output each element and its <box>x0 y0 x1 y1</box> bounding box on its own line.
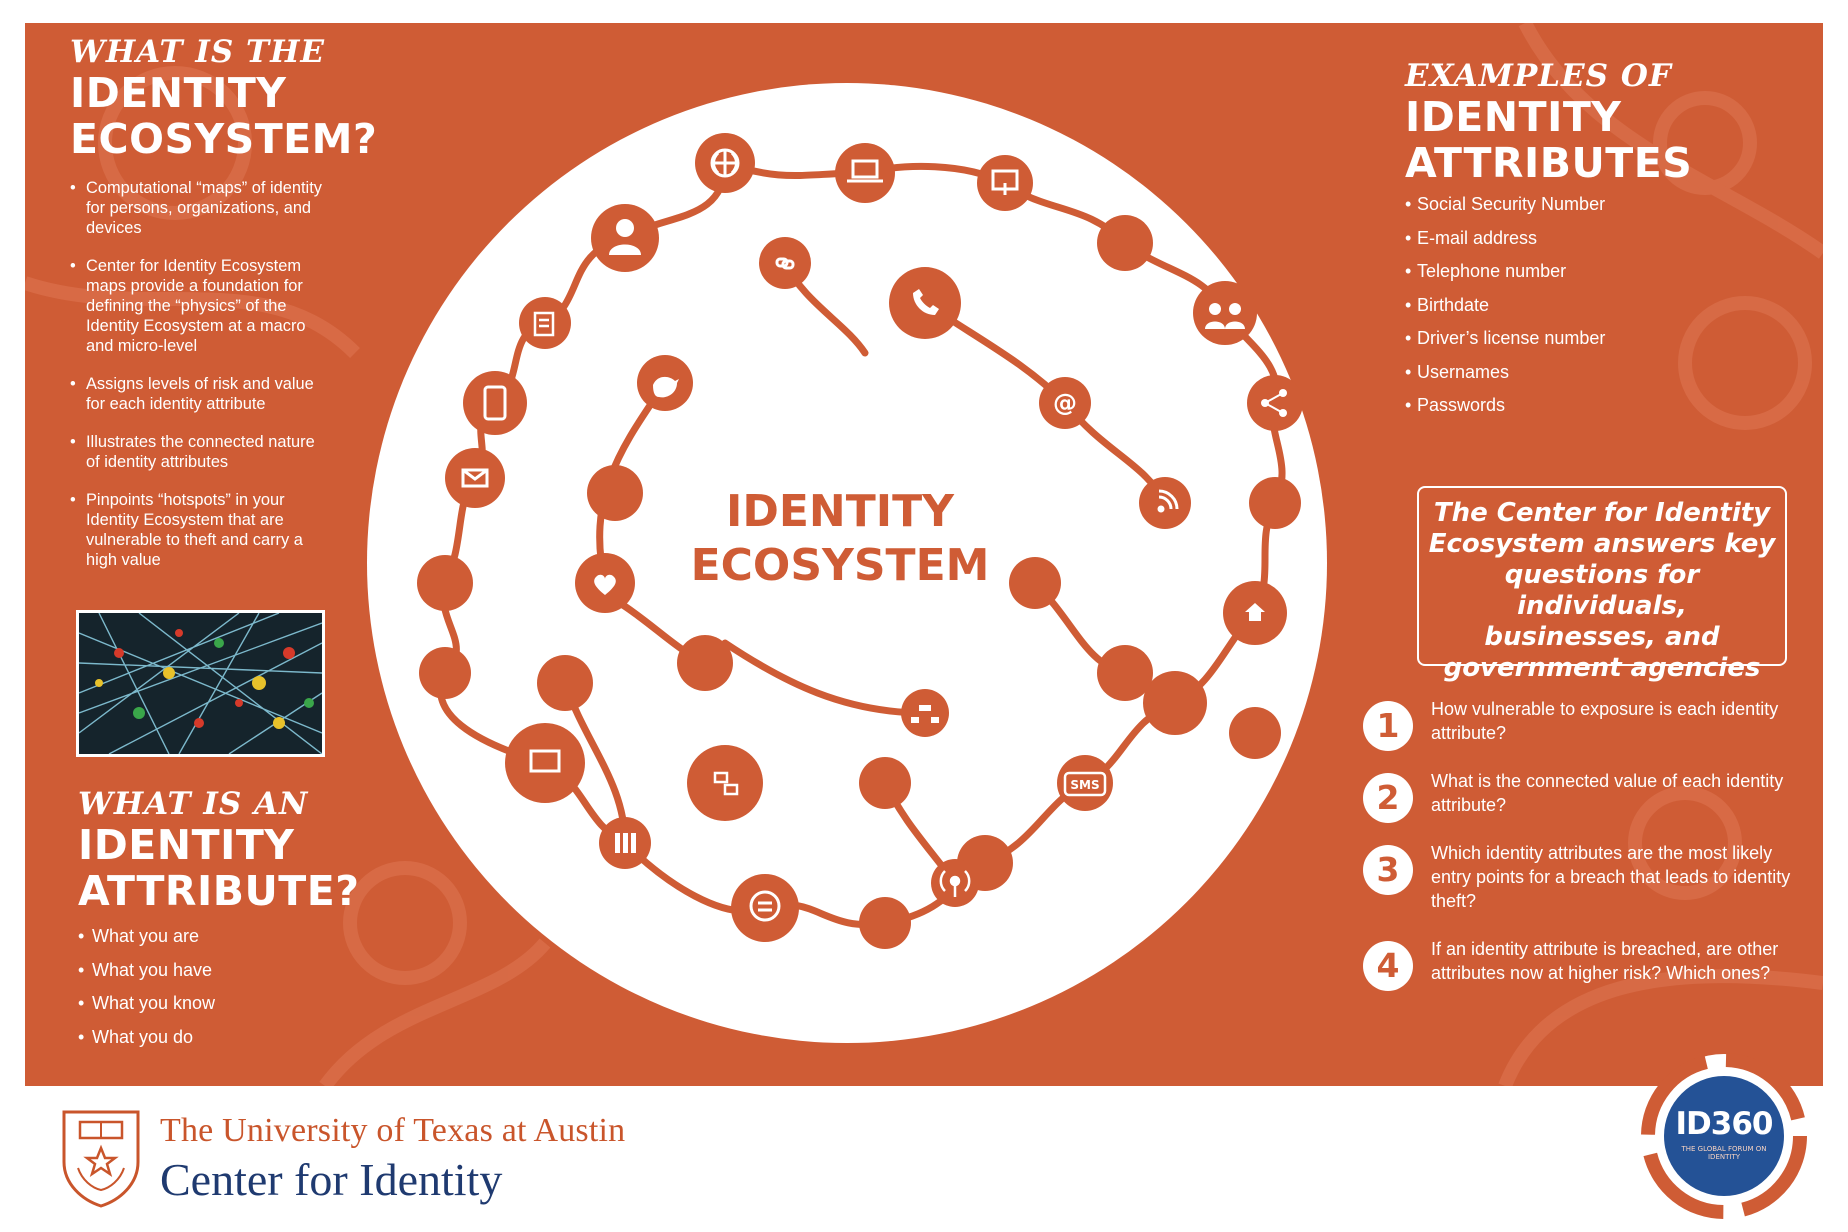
left-title-line1: IDENTITY <box>70 68 287 117</box>
list-item: What you have <box>78 958 378 982</box>
university-name: The University of Texas at Austin <box>160 1112 626 1149</box>
list-item: Passwords <box>1405 393 1785 417</box>
question-text: What is the connected value of each iden… <box>1431 771 1784 815</box>
poster-background: @ SMS <box>25 23 1823 1086</box>
network-photo <box>76 610 325 757</box>
list-item: Social Security Number <box>1405 192 1785 216</box>
question-number: 2 <box>1363 773 1413 823</box>
attribute-bullet-list: What you are What you have What you know… <box>78 924 378 1049</box>
footer <box>0 1086 1848 1232</box>
list-item: Driver’s license number <box>1405 326 1785 350</box>
id360-badge-icon <box>1641 1053 1807 1219</box>
list-item: Center for Identity Ecosystem maps provi… <box>70 256 325 356</box>
svg-text:@: @ <box>1053 389 1077 417</box>
question-number: 1 <box>1363 701 1413 751</box>
notepad-icon <box>533 311 555 337</box>
question-number: 4 <box>1363 941 1413 991</box>
id360-label: ID360 <box>1675 1106 1774 1142</box>
list-item: Telephone number <box>1405 259 1785 283</box>
left-title-line2: ECOSYSTEM? <box>70 114 378 163</box>
group-chat-icon <box>1205 303 1245 329</box>
center-title: IDENTITY ECOSYSTEM <box>620 485 1060 593</box>
attribute-panel: WHAT IS AN IDENTITY ATTRIBUTE? What you … <box>78 786 378 1058</box>
left-panel: WHAT IS THE IDENTITY ECOSYSTEM? Computat… <box>70 34 378 588</box>
callout-box: The Center for Identity Ecosystem answer… <box>1417 486 1787 683</box>
chat-bubble-icon <box>749 890 781 922</box>
center-title-line1: IDENTITY <box>725 486 955 537</box>
touch-screen-icon <box>991 169 1019 195</box>
left-kicker: WHAT IS THE <box>70 34 325 70</box>
list-item: What you are <box>78 924 378 948</box>
list-item: Computational “maps” of identity for per… <box>70 178 325 238</box>
list-item: E-mail address <box>1405 226 1785 250</box>
center-title-line2: ECOSYSTEM <box>690 540 990 591</box>
network-computers-icon <box>713 771 739 796</box>
home-location-icon <box>1245 603 1265 621</box>
share-icon <box>1261 389 1287 417</box>
user-icon <box>609 219 641 255</box>
question-text: Which identity attributes are the most l… <box>1431 843 1791 911</box>
attribute-title-line1: IDENTITY <box>78 820 295 869</box>
attribute-title-line2: ATTRIBUTE? <box>78 866 360 915</box>
sitemap-icon <box>911 705 939 723</box>
examples-kicker: EXAMPLES OF <box>1405 58 1672 94</box>
list-item: Birthdate <box>1405 293 1785 317</box>
bird-icon <box>653 376 679 398</box>
attribute-kicker: WHAT IS AN <box>78 786 309 822</box>
rss-icon <box>1157 489 1179 513</box>
examples-panel: EXAMPLES OF IDENTITY ATTRIBUTES Social S… <box>1405 58 1785 427</box>
question-text: How vulnerable to exposure is each ident… <box>1431 699 1779 743</box>
globe-icon <box>710 148 740 178</box>
link-icon <box>775 257 795 270</box>
examples-title-line1: IDENTITY <box>1405 92 1622 141</box>
center-name: Center for Identity <box>160 1154 503 1205</box>
heart-icon <box>594 574 616 595</box>
phone-call-icon <box>913 289 939 315</box>
examples-bullet-list: Social Security Number E-mail address Te… <box>1405 192 1785 417</box>
tablet-icon <box>483 385 507 421</box>
at-sign-icon: @ <box>1053 389 1077 417</box>
antenna-icon <box>939 870 971 897</box>
examples-title-line2: ATTRIBUTES <box>1405 138 1693 187</box>
touch-pad-icon <box>529 749 561 773</box>
sms-bubble-icon: SMS <box>1063 771 1107 797</box>
left-bullet-list: Computational “maps” of identity for per… <box>70 178 360 570</box>
list-item: Usernames <box>1405 360 1785 384</box>
question-text: If an identity attribute is breached, ar… <box>1431 939 1779 983</box>
id360-subtitle: THE GLOBAL FORUM ON IDENTITY <box>1681 1145 1767 1161</box>
university-seal-icon <box>62 1110 140 1208</box>
question-number: 3 <box>1363 845 1413 895</box>
list-item: Assigns levels of risk and value for eac… <box>70 374 325 414</box>
list-item: What you know <box>78 991 378 1015</box>
list-item: Pinpoints “hotspots” in your Identity Ec… <box>70 490 325 570</box>
mail-icon <box>461 468 489 488</box>
laptop-icon <box>847 159 883 183</box>
server-icon <box>615 833 636 853</box>
list-item: Illustrates the connected nature of iden… <box>70 432 325 472</box>
list-item: What you do <box>78 1025 378 1049</box>
svg-text:SMS: SMS <box>1070 778 1099 792</box>
ecosystem-diagram: @ SMS <box>367 83 1327 1043</box>
